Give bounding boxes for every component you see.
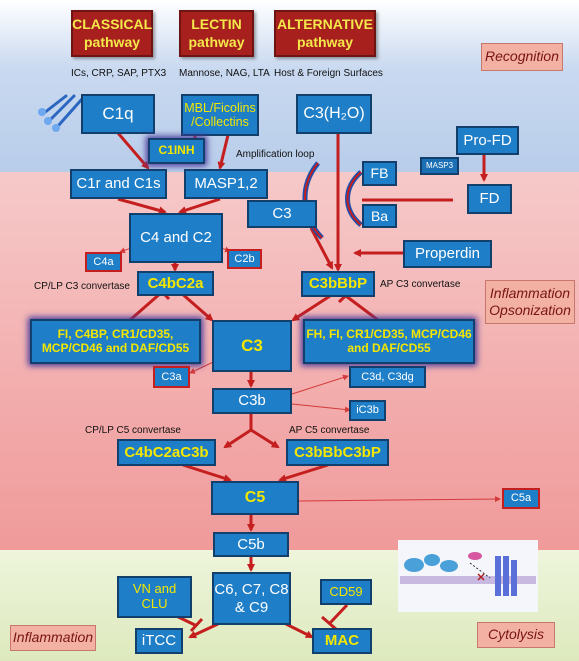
main-arrows [116, 122, 488, 639]
node-mac: MAC [312, 628, 372, 654]
cp-lp-c3-convertase-label: CP/LP C3 convertase [34, 281, 130, 292]
region-inflammation: Inflammation [10, 625, 96, 651]
node-c3-alternative: C3 [247, 200, 317, 228]
alternative-activators: Host & Foreign Surfaces [274, 68, 383, 79]
node-c4bc2ac3b: C4bC2aC3b [117, 439, 216, 466]
ap-c5-convertase-label: AP C5 convertase [289, 425, 370, 436]
node-c4-c2: C4 and C2 [129, 213, 223, 263]
node-c4a: C4a [85, 252, 122, 272]
region-cytolysis: Cytolysis [477, 622, 555, 648]
node-fd: FD [467, 184, 512, 214]
node-c2b: C2b [227, 249, 262, 269]
node-masp12: MASP1,2 [184, 169, 268, 199]
node-c4bc2a: C4bC2a [137, 271, 214, 296]
node-masp3: MASP3 [420, 157, 459, 175]
node-c5b: C5b [213, 532, 289, 557]
node-c3bbbc3bp: C3bBbC3bP [286, 439, 389, 466]
node-c5: C5 [211, 481, 299, 515]
node-ic3b: iC3b [349, 400, 386, 421]
classical-activators: ICs, CRP, SAP, PTX3 [71, 68, 167, 79]
node-c5a: C5a [502, 488, 540, 509]
ap-c3-convertase-label: AP C3 convertase [380, 279, 461, 290]
region-recognition: Recognition [481, 43, 563, 71]
lectin-activators: Mannose, NAG, LTA [179, 68, 270, 79]
node-c3bbbp: C3bBbP [301, 271, 375, 297]
amplification-loop-label: Amplification loop [236, 149, 315, 160]
node-c3d-c3dg: C3d, C3dg [349, 366, 426, 388]
node-pro-fd: Pro-FD [456, 126, 519, 155]
node-c3-central: C3 [212, 320, 292, 372]
node-c3-h2o: C3(H₂O) [296, 94, 372, 134]
node-cd59: CD59 [320, 579, 372, 605]
node-fb: FB [362, 161, 397, 186]
node-c1inh: C1INH [148, 138, 205, 164]
alternative-pathway-header: ALTERNATIVE pathway [274, 10, 376, 57]
node-regulators-cp: FI, C4BP, CR1/CD35, MCP/CD46 and DAF/CD5… [30, 319, 201, 364]
node-ba: Ba [362, 204, 397, 228]
lectin-pathway-header: LECTIN pathway [179, 10, 254, 57]
node-regulators-ap: FH, FI, CR1/CD35, MCP/CD46 and DAF/CD55 [303, 319, 475, 364]
node-itcc: iTCC [135, 628, 183, 654]
region-inflammation-opsonization: Inflammation Opsonization [485, 280, 575, 324]
node-c6-c9: C6, C7, C8 & C9 [212, 572, 291, 625]
node-c1q: C1q [81, 94, 155, 134]
node-c3b: C3b [212, 388, 292, 414]
classical-pathway-header: CLASSICAL pathway [71, 10, 153, 57]
node-c3a: C3a [153, 366, 190, 388]
node-vn-clu: VN and CLU [117, 576, 192, 618]
node-mbl-ficolins-collectins: MBL/Ficolins /Collectins [181, 94, 259, 136]
node-properdin: Properdin [403, 240, 492, 268]
node-c1r-c1s: C1r and C1s [70, 169, 167, 199]
cp-lp-c5-convertase-label: CP/LP C5 convertase [85, 425, 181, 436]
